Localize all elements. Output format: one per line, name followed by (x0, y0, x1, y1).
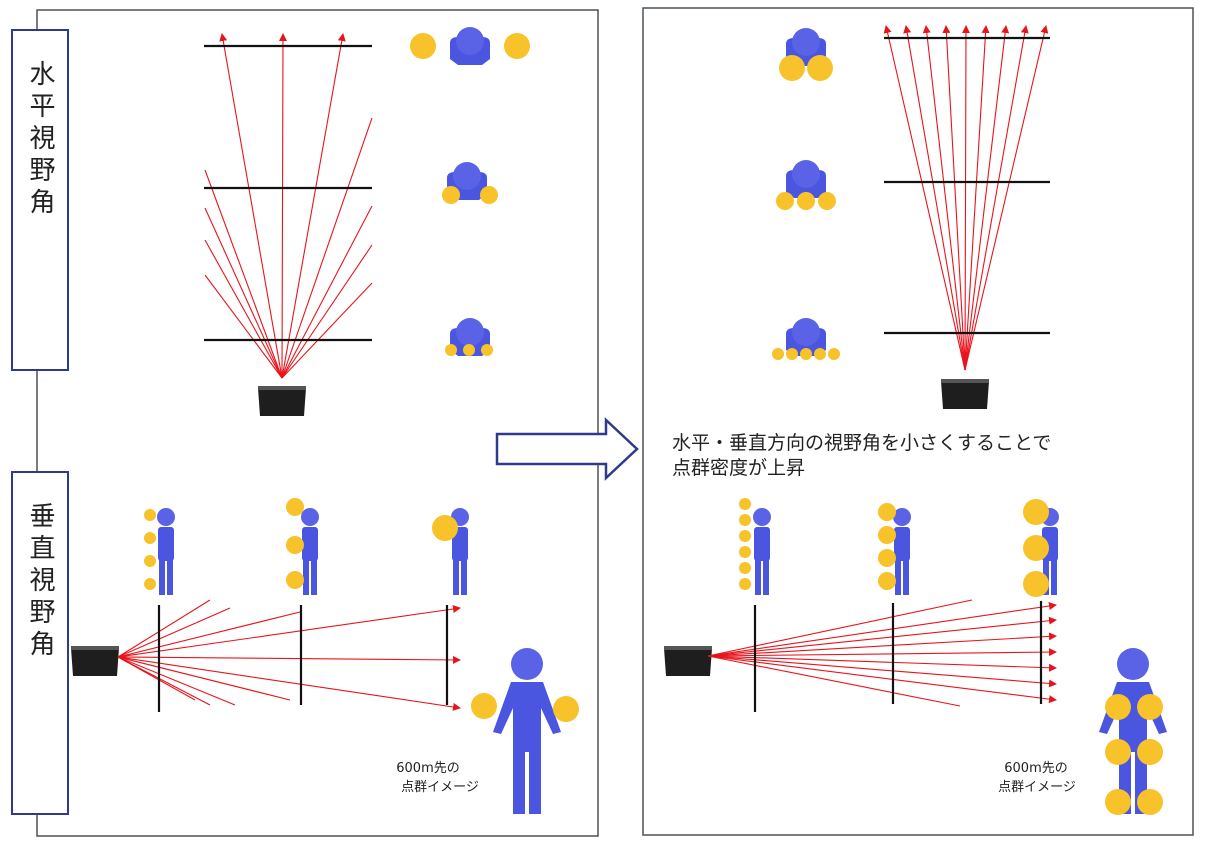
left-vertical-rays (117, 599, 461, 711)
vertical-fov-label-box (11, 471, 69, 815)
lidar-sensor-icon (258, 386, 306, 416)
left-sideview-person-far (432, 508, 469, 595)
right-600m-caption-line2: 点群イメージ (998, 780, 1076, 795)
left-600m-person (471, 648, 579, 814)
horizontal-fov-label-box (11, 29, 69, 371)
right-topview-person-mid (776, 160, 836, 210)
left-vertical-distance-lines (157, 605, 449, 712)
right-topview-person-far (779, 28, 833, 81)
right-600m-caption-line1: 600m先の (1004, 761, 1067, 776)
caption-line1: 水平・垂直方向の視野角を小さくすることで (672, 432, 1051, 454)
left-sideview-person-near (144, 508, 175, 595)
lidar-sensor-side-icon (71, 646, 119, 676)
lidar-sensor-side-icon-right (664, 646, 712, 676)
right-panel-frame (642, 7, 1194, 836)
right-horizontal-rays (883, 25, 1049, 371)
horizontal-fov-label: 水平視野角 (25, 60, 55, 220)
left-topview-person-far (410, 27, 530, 65)
left-topview-person-mid (442, 162, 498, 204)
left-600m-caption-line2: 点群イメージ (401, 780, 479, 795)
lidar-sensor-icon-right (941, 379, 989, 409)
caption-line2: 点群密度が上昇 (672, 457, 805, 479)
left-horizontal-distance-lines (204, 44, 372, 342)
left-sideview-person-mid (286, 498, 319, 595)
vertical-fov-label: 垂直視野角 (25, 502, 55, 662)
right-horizontal-distance-lines (884, 36, 1050, 335)
right-sideview-person-mid (878, 503, 911, 595)
left-600m-caption-line1: 600m先の (396, 761, 459, 776)
right-arrow-icon (495, 417, 639, 481)
right-topview-person-near (772, 318, 840, 360)
right-sideview-person-near (739, 498, 771, 595)
left-horizontal-rays (204, 33, 373, 379)
right-sideview-person-far (1023, 499, 1059, 597)
right-vertical-rays (707, 599, 1057, 707)
right-vertical-distance-lines (753, 601, 1043, 712)
left-panel-frame (36, 9, 599, 837)
right-600m-person (1099, 648, 1167, 815)
left-topview-person-near (445, 318, 493, 356)
